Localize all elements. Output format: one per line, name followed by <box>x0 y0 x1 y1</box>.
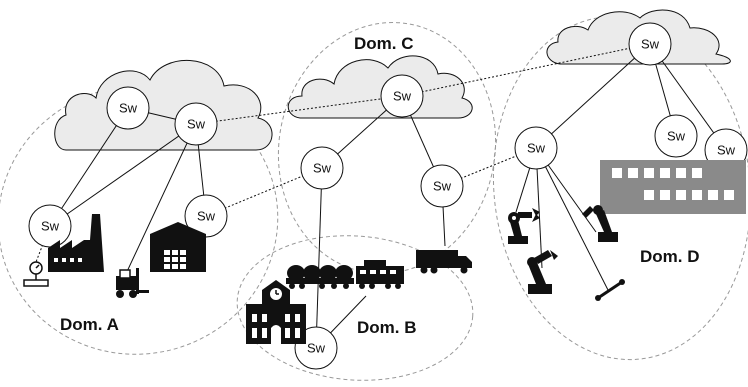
robot-gripper-icon <box>508 208 540 244</box>
truck-icon <box>416 250 472 274</box>
switch-node-c3 <box>420 164 464 208</box>
factory-icon <box>48 214 104 272</box>
switch-node-d3 <box>654 114 698 158</box>
switch-label: Sw <box>41 219 60 234</box>
domain-b-label: Dom. B <box>357 318 417 337</box>
switch-node-d1 <box>628 22 672 66</box>
switch-label: Sw <box>313 161 332 176</box>
cloud-c <box>287 55 473 119</box>
cylinder-icon <box>595 279 625 301</box>
switch-label: Sw <box>433 179 452 194</box>
pressure-gauge-icon <box>23 261 49 287</box>
cloud-a <box>54 59 273 151</box>
switch-label: Sw <box>527 141 546 156</box>
industrial-building-icon <box>600 160 746 214</box>
domain-c-label: Dom. C <box>354 34 414 53</box>
switch-node-c2 <box>300 146 344 190</box>
switch-label: Sw <box>393 89 412 104</box>
switch-node-c1 <box>380 74 424 118</box>
train-station-icon <box>246 280 306 344</box>
switch-label: Sw <box>197 209 216 224</box>
robot-arm-icon <box>527 250 558 294</box>
switch-node-a2 <box>174 102 218 146</box>
domain-a-label: Dom. A <box>60 315 119 334</box>
robot-arm-icon <box>582 205 618 242</box>
warehouse-icon <box>150 222 206 272</box>
switch-label: Sw <box>641 37 660 52</box>
freight-train-icon <box>286 260 404 289</box>
switch-label: Sw <box>717 143 736 158</box>
domain-d-label: Dom. D <box>640 247 700 266</box>
domain-b-boundary <box>236 235 474 381</box>
switch-node-a1 <box>106 86 150 130</box>
switch-label: Sw <box>187 117 206 132</box>
switch-label: Sw <box>307 341 326 356</box>
switch-label: Sw <box>119 101 138 116</box>
switch-node-d2 <box>514 126 558 170</box>
forklift-icon <box>116 268 149 298</box>
switch-label: Sw <box>667 129 686 144</box>
